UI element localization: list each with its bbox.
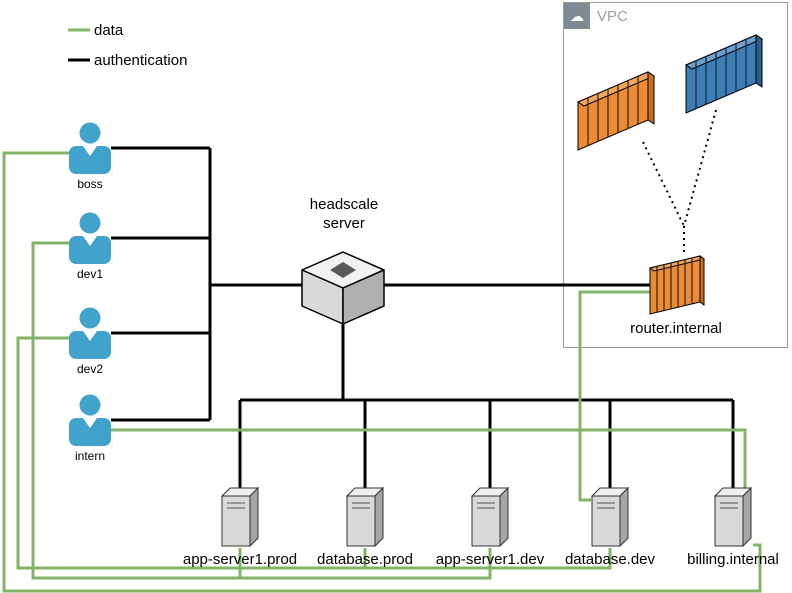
server-slots <box>227 502 245 509</box>
user-label-dev2: dev2 <box>76 362 104 376</box>
server-side <box>619 486 629 548</box>
user-label-intern: intern <box>74 449 106 463</box>
user-label-dev1: dev1 <box>76 267 104 281</box>
vpc-label: VPC <box>597 8 628 25</box>
user-collar <box>83 418 97 428</box>
server-front <box>471 495 501 547</box>
server-label-database-prod: database.prod <box>317 551 413 568</box>
server-side <box>249 486 259 548</box>
legend-auth-label: authentication <box>94 52 188 69</box>
blue-stack-slices <box>695 39 747 109</box>
user-icon-dev1 <box>69 212 111 264</box>
server-label-billing-internal: billing.internal <box>687 551 779 568</box>
server-slots <box>597 502 615 509</box>
vpc-orange-stack-icon <box>576 71 656 151</box>
server-icon-database-dev <box>590 486 630 548</box>
legend-data-label: data <box>94 22 124 39</box>
cube-port-dot <box>330 262 356 278</box>
server-label-database-dev: database.dev <box>564 551 656 568</box>
headscale-cube-icon <box>301 251 385 325</box>
user-collar <box>83 146 97 156</box>
router-slats <box>656 258 693 313</box>
headscale-server-label: headscale server <box>309 196 379 232</box>
server-icon-app-server1-dev <box>470 486 510 548</box>
server-side <box>374 486 384 548</box>
server-slots <box>477 502 495 509</box>
user-collar <box>83 236 97 246</box>
server-front <box>221 495 251 547</box>
router-label: router.internal <box>630 320 722 337</box>
server-slots <box>720 502 738 509</box>
cloud-icon: ☁ <box>564 3 590 29</box>
user-head <box>79 307 101 329</box>
vpc-dotted-links <box>642 109 717 254</box>
user-icon-intern <box>69 394 111 446</box>
user-head <box>79 394 101 416</box>
user-body <box>69 236 111 264</box>
user-body <box>69 331 111 359</box>
server-icon-database-prod <box>345 486 385 548</box>
server-side <box>742 486 752 548</box>
server-label-app-server1-prod: app-server1.prod <box>182 551 298 568</box>
server-front <box>714 495 744 547</box>
user-label-boss: boss <box>77 177 103 191</box>
server-icon-billing-internal <box>713 486 753 548</box>
router-icon <box>648 255 706 315</box>
user-body <box>69 146 111 174</box>
user-icon-boss <box>69 122 111 174</box>
data-lines <box>2 151 762 593</box>
vpc-blue-stack-icon <box>684 34 764 114</box>
cube-right-face <box>342 269 385 325</box>
server-icon-app-server1-prod <box>220 486 260 548</box>
blue-stack-end <box>755 34 763 88</box>
server-front <box>346 495 376 547</box>
user-collar <box>83 331 97 341</box>
user-head <box>79 212 101 234</box>
orange-stack-slices <box>587 76 639 146</box>
orange-stack-end <box>647 71 655 125</box>
server-side <box>499 486 509 548</box>
router-end <box>699 255 705 306</box>
server-label-app-server1-dev: app-server1.dev <box>435 551 545 568</box>
user-head <box>79 122 101 144</box>
server-slots <box>352 502 370 509</box>
user-body <box>69 418 111 446</box>
authentication-lines <box>111 146 735 492</box>
user-icon-dev2 <box>69 307 111 359</box>
